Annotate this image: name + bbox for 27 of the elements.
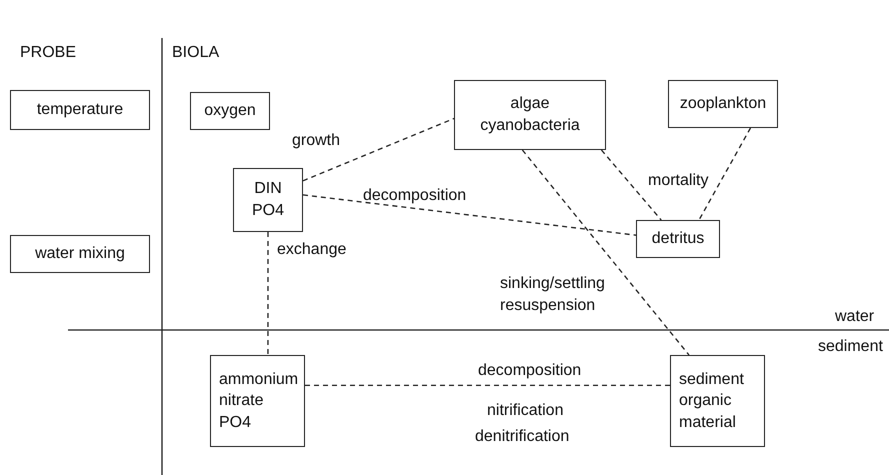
text-box: temperature [10, 90, 150, 130]
text-box: sediment organic material [670, 355, 765, 447]
text-box: water mixing [10, 235, 150, 273]
text-label: water [835, 307, 874, 327]
edge-label: growth [292, 131, 340, 151]
edge-label: mortality [648, 171, 708, 191]
edge-label: decomposition [363, 186, 466, 206]
text-label: BIOLA [172, 43, 220, 63]
dashed-connector [302, 118, 454, 182]
text-box: oxygen [190, 92, 270, 130]
dashed-connector [305, 384, 670, 386]
edge-label: decomposition [478, 361, 582, 381]
text-label: sediment [818, 337, 883, 357]
text-box: zooplankton [668, 80, 778, 128]
text-box: algae cyanobacteria [454, 80, 606, 150]
dashed-connector [698, 128, 752, 220]
dashed-connector [267, 232, 269, 355]
dashed-connector [302, 194, 636, 236]
dashed-connector [522, 150, 690, 356]
text-label: denitrification [475, 427, 570, 447]
dashed-connector [600, 150, 662, 220]
text-box: DIN PO4 [233, 168, 303, 232]
text-label: nitrification [487, 401, 564, 421]
text-box: ammonium nitrate PO4 [210, 355, 305, 447]
edge-label: exchange [277, 240, 346, 260]
text-label: PROBE [20, 43, 76, 63]
text-box: detritus [636, 220, 720, 258]
